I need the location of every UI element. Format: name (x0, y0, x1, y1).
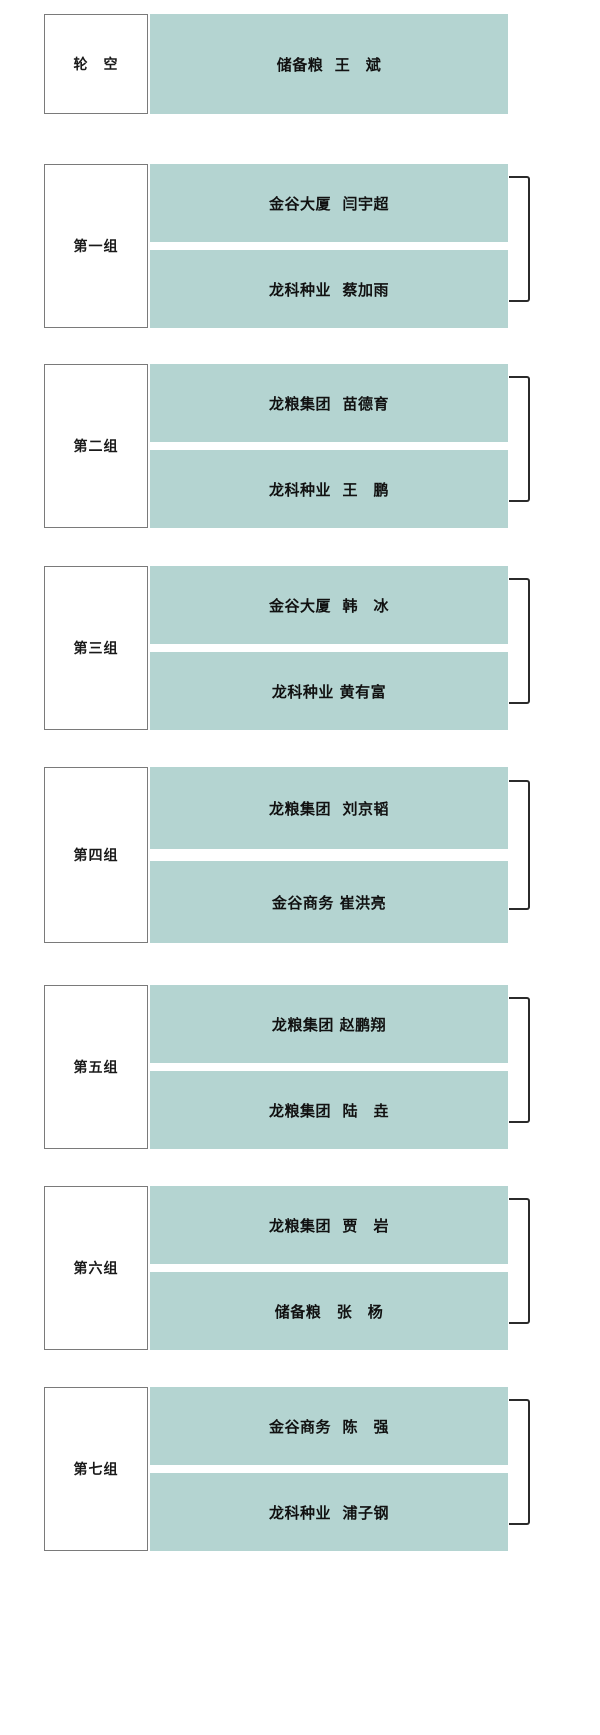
player-name-text: 龙粮集团 苗德育 (269, 394, 389, 413)
player-name-text: 金谷商务 陈 强 (269, 1417, 389, 1436)
group-label-text: 第五组 (73, 1060, 119, 1076)
player-slot[interactable]: 龙粮集团 刘京韬 (150, 767, 508, 849)
group-label-box: 第五组 (44, 985, 148, 1149)
player-slot[interactable]: 龙科种业 蔡加雨 (150, 250, 508, 328)
player-name-text: 金谷大厦 韩 冰 (269, 596, 389, 615)
player-slot[interactable]: 龙粮集团 贾 岩 (150, 1186, 508, 1264)
player-name-text: 金谷商务 崔洪亮 (271, 893, 387, 912)
player-slot[interactable]: 金谷大厦 闫宇超 (150, 164, 508, 242)
player-slot[interactable]: 龙粮集团 苗德育 (150, 364, 508, 442)
bracket-connector (509, 176, 530, 302)
player-name-text: 龙科种业 蔡加雨 (269, 280, 389, 299)
player-name-text: 龙粮集团 贾 岩 (269, 1216, 389, 1235)
bracket-connector (509, 780, 530, 910)
player-name-text: 金谷大厦 闫宇超 (269, 194, 389, 213)
player-name-text: 龙粮集团 刘京韬 (269, 799, 389, 818)
player-slot[interactable]: 龙科种业 黄有富 (150, 652, 508, 730)
player-name-text: 储备粮 张 杨 (274, 1302, 384, 1321)
player-name-text: 龙科种业 浦子钢 (269, 1503, 389, 1522)
group-label-text: 第三组 (73, 641, 119, 657)
group-label-text: 轮 空 (73, 57, 119, 73)
player-slot[interactable]: 金谷大厦 韩 冰 (150, 566, 508, 644)
player-name-text: 龙粮集团 陆 垚 (269, 1101, 389, 1120)
group-label-box: 第四组 (44, 767, 148, 943)
group-label-text: 第六组 (73, 1261, 119, 1277)
group-label-box: 第二组 (44, 364, 148, 528)
player-slot[interactable]: 龙粮集团 赵鹏翔 (150, 985, 508, 1063)
bracket-connector (509, 1198, 530, 1324)
group-label-text: 第一组 (73, 239, 119, 255)
player-name-text: 龙粮集团 赵鹏翔 (271, 1015, 387, 1034)
group-label-text: 第七组 (73, 1462, 119, 1478)
player-name-text: 龙科种业 王 鹏 (269, 480, 389, 499)
player-slot[interactable]: 龙科种业 浦子钢 (150, 1473, 508, 1551)
player-slot[interactable]: 储备粮 王 斌 (150, 14, 508, 114)
group-label-box: 第三组 (44, 566, 148, 730)
player-name-text: 储备粮 王 斌 (276, 55, 382, 74)
group-label-text: 第四组 (73, 848, 119, 864)
group-label-box: 第六组 (44, 1186, 148, 1350)
group-label-box: 轮 空 (44, 14, 148, 114)
player-slot[interactable]: 储备粮 张 杨 (150, 1272, 508, 1350)
player-slot[interactable]: 金谷商务 陈 强 (150, 1387, 508, 1465)
bracket-connector (509, 1399, 530, 1525)
player-name-text: 龙科种业 黄有富 (271, 682, 387, 701)
bracket-connector (509, 376, 530, 502)
group-label-text: 第二组 (73, 439, 119, 455)
bracket-connector (509, 997, 530, 1123)
player-slot[interactable]: 龙科种业 王 鹏 (150, 450, 508, 528)
group-label-box: 第七组 (44, 1387, 148, 1551)
group-label-box: 第一组 (44, 164, 148, 328)
player-slot[interactable]: 龙粮集团 陆 垚 (150, 1071, 508, 1149)
bracket-connector (509, 578, 530, 704)
player-slot[interactable]: 金谷商务 崔洪亮 (150, 861, 508, 943)
